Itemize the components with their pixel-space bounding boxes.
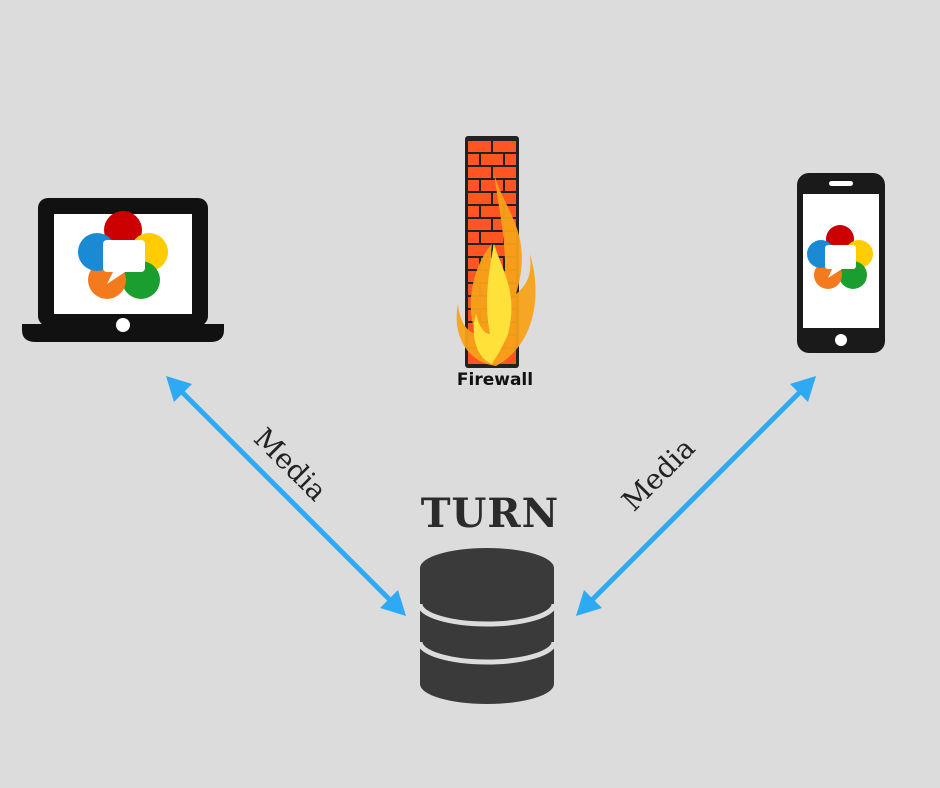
webrtc-logo-icon (807, 225, 873, 289)
left-media-arrow (166, 376, 406, 616)
smartphone (796, 172, 886, 354)
webrtc-logo-icon (78, 211, 168, 299)
firewall (446, 134, 542, 370)
smartphone-icon (797, 173, 885, 353)
right-media-arrow (576, 376, 816, 616)
turn-label: TURN (420, 490, 560, 537)
database-icon (417, 548, 557, 704)
brick-wall-fire-icon (456, 136, 536, 368)
firewall-label: Firewall (456, 370, 534, 390)
laptop-icon (22, 198, 224, 342)
laptop (20, 196, 226, 344)
turn-server (416, 546, 558, 706)
